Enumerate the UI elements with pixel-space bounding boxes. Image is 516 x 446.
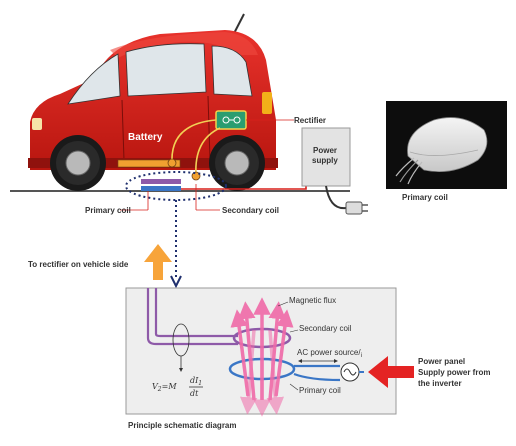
- svg-text:V2=M: V2=M: [152, 382, 177, 393]
- power-panel-label-2: Supply power from: [418, 368, 490, 377]
- charging-pad-icon: [395, 117, 488, 185]
- power-panel-label-3: the inverter: [418, 379, 462, 388]
- svg-text:AC power source/i: AC power source/i: [297, 348, 362, 359]
- formula-numerator: dI: [190, 376, 199, 385]
- ac-power-source-subscript: i: [361, 353, 362, 359]
- power-panel-label-1: Power panel: [418, 357, 465, 366]
- magnetic-flux-label: Magnetic flux: [289, 296, 336, 305]
- to-rectifier-label: To rectifier on vehicle side: [28, 260, 129, 269]
- orange-up-arrow: [144, 244, 172, 280]
- ac-power-source-label: AC power source/: [297, 348, 361, 357]
- vehicle-secondary-coil: [141, 179, 181, 184]
- power-supply-label-2: supply: [312, 156, 338, 165]
- schematic-caption: Principle schematic diagram: [128, 421, 237, 430]
- power-supply-box: [301, 127, 351, 187]
- rectifier-label: Rectifier: [294, 116, 326, 125]
- vehicle-primary-coil: [141, 186, 181, 191]
- formula-lhs: V: [152, 382, 159, 391]
- secondary-coil-schematic-label: Secondary coil: [299, 324, 352, 333]
- secondary-coil-vehicle-label: Secondary coil: [222, 206, 279, 215]
- battery-label: Battery: [128, 132, 163, 143]
- formula-numerator-subscript: 1: [198, 380, 202, 387]
- svg-text:dI1: dI1: [190, 376, 202, 387]
- primary-coil-vehicle-label: Primary coil: [85, 206, 131, 215]
- formula-lhs-subscript: 2: [157, 386, 162, 393]
- coil-highlight-ellipse: [125, 171, 227, 201]
- primary-coil-schematic-label: Primary coil: [299, 386, 341, 395]
- car-illustration: [28, 13, 278, 191]
- power-plug-icon: [345, 201, 368, 215]
- magnetic-flux-arrows: [230, 297, 294, 417]
- battery-bar: [117, 159, 181, 168]
- power-supply-label-1: Power: [313, 146, 337, 155]
- formula-denominator: dt: [190, 389, 199, 398]
- primary-coil-photo-label: Primary coil: [402, 193, 448, 202]
- red-input-arrow: [368, 356, 414, 388]
- induction-formula: V2=M dI1 dt: [152, 376, 203, 398]
- formula-eq: =M: [162, 382, 178, 391]
